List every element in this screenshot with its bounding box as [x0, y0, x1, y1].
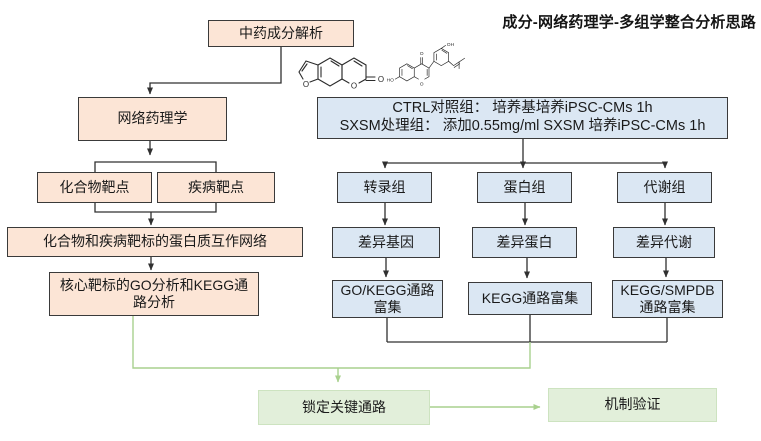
ctrl-group-line: CTRL对照组： 培养基培养iPSC-CMs 1h [392, 100, 653, 117]
diff-proteins-box: 差异蛋白 [472, 227, 577, 258]
coumarin-structure-icon: O O O [298, 57, 384, 91]
mechanism-validation-box: 机制验证 [548, 388, 717, 422]
key-pathways-box: 锁定关键通路 [258, 390, 430, 425]
hydroxyl-oh-label: OH [447, 42, 455, 48]
ring-oxygen-label: O [420, 81, 424, 87]
network-pharmacology-box: 网络药理学 [78, 97, 227, 141]
kegg-smpdb-enrichment-box: KEGG/SMPDB通路富集 [612, 280, 723, 318]
disease-targets-box: 疾病靶点 [157, 172, 275, 203]
page-title: 成分-网络药理学-多组学整合分析思路 [502, 14, 756, 31]
furan-oxygen-label: O [303, 80, 309, 89]
kegg-enrichment-box: KEGG通路富集 [468, 282, 592, 315]
go-kegg-enrichment-box: GO/KEGG通路富集 [332, 280, 443, 318]
compound-targets-box: 化合物靶点 [37, 172, 152, 203]
connector-merge-bracket [94, 203, 217, 213]
metabolome-box: 代谢组 [617, 172, 712, 203]
sxsm-group-line: SXSM处理组： 添加0.55mg/ml SXSM 培养iPSC-CMs 1h [339, 118, 706, 134]
ring-oxygen-label: O [351, 82, 357, 91]
connector-green-merge [132, 316, 531, 369]
connector-herb-to-netpharm [147, 46, 282, 95]
carbonyl-oxygen-label: O [378, 75, 384, 84]
core-go-kegg-box: 核心靶标的GO分析和KEGG通路分析 [49, 272, 259, 316]
hydroxyl-ho-label: HO [387, 78, 395, 84]
connector-enrichment-collector [386, 315, 668, 343]
isoflavone-structure-icon: O O HO OH [387, 42, 465, 87]
diff-metabolites-box: 差异代谢 [613, 227, 715, 258]
connector-split-bracket [94, 161, 217, 172]
ketone-oxygen-label: O [420, 51, 424, 57]
diff-genes-box: 差异基因 [332, 227, 440, 258]
experiment-groups-box: CTRL对照组： 培养基培养iPSC-CMs 1h SXSM处理组： 添加0.5… [317, 97, 728, 139]
transcriptome-box: 转录组 [337, 172, 432, 203]
proteome-box: 蛋白组 [477, 172, 572, 203]
herb-analysis-box: 中药成分解析 [208, 20, 354, 47]
ppi-network-box: 化合物和疾病靶标的蛋白质互作网络 [7, 227, 303, 257]
